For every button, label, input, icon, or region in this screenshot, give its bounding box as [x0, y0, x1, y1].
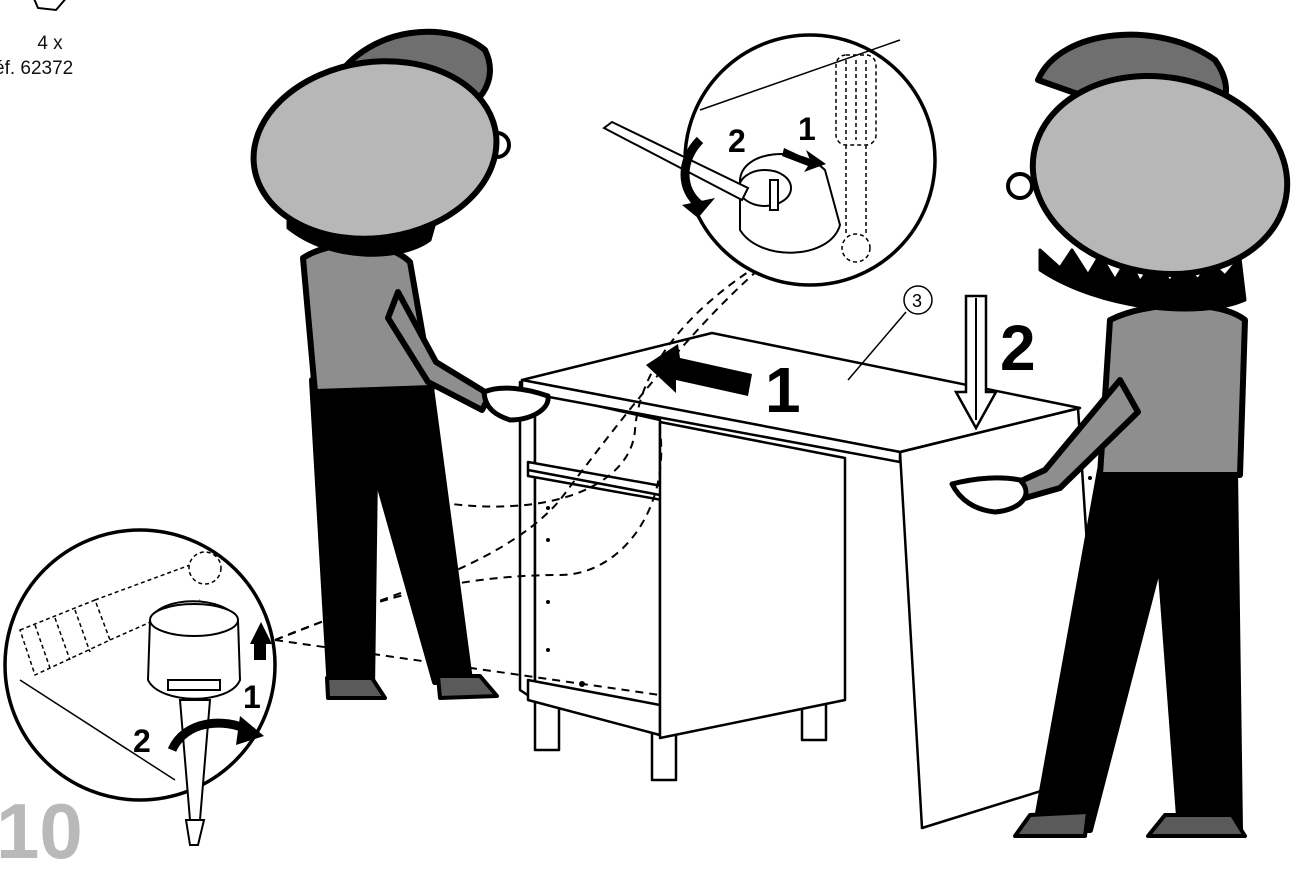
part-callout: 3 [848, 286, 932, 380]
part-number: 3 [912, 291, 922, 311]
door [660, 422, 845, 738]
detail-bottom-turn-label: 2 [133, 723, 151, 759]
left-side-panel [520, 382, 535, 700]
lower-step-label: 2 [1000, 312, 1036, 384]
cabinet [520, 333, 1102, 828]
cam-lock-icon [148, 601, 240, 699]
detail-top-turn-label: 2 [728, 123, 746, 159]
slide-step-label: 1 [765, 354, 801, 426]
cam-lock-icon [739, 154, 840, 253]
detail-bottom-push-label: 1 [243, 679, 261, 715]
detail-top-push-label: 1 [798, 111, 816, 147]
detail-top: 2 1 [604, 35, 935, 285]
detail-bottom: 2 1 [5, 530, 275, 845]
